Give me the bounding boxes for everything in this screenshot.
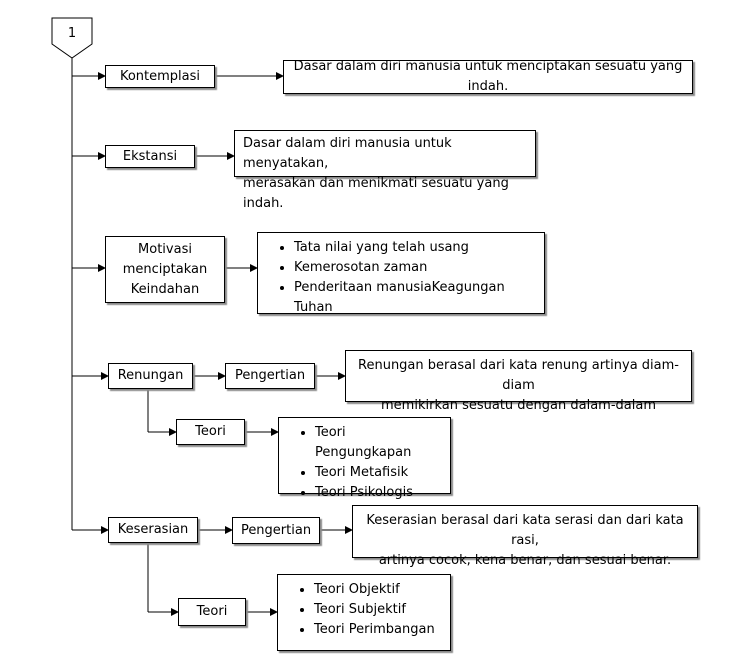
renungan-definition-line-2: memikirkan sesuatu dengan dalam-dalam — [381, 398, 656, 413]
renungan-definition: Renungan berasal dari kata renung artiny… — [345, 350, 692, 413]
node-keserasian: Keserasian — [108, 517, 198, 543]
ekstansi-definition: Dasar dalam diri manusia untuk menyataka… — [234, 130, 536, 211]
list-item: Teori Objektif — [314, 580, 442, 600]
keserasian-teori: Teori — [178, 598, 246, 626]
list-item: Kemerosotan zaman — [294, 258, 536, 278]
marker-label: 1 — [67, 25, 77, 41]
keserasian-teori-list: Teori Objektif Teori Subjektif Teori Per… — [277, 574, 451, 651]
kontemplasi-definition: Dasar dalam diri manusia untuk menciptak… — [283, 59, 693, 94]
list-item: Teori Subjektif — [314, 600, 442, 620]
motivasi-list: Tata nilai yang telah usang Kemerosotan … — [257, 232, 545, 315]
node-ekstansi: Ekstansi — [105, 145, 195, 168]
keserasian-definition-line-1: Keserasian berasal dari kata serasi dan … — [366, 513, 684, 548]
renungan-pengertian: Pengertian — [225, 363, 315, 389]
list-item: Tata nilai yang telah usang — [294, 238, 536, 258]
list-item: Teori Pengungkapan — [315, 423, 442, 463]
ekstansi-definition-line-1: Dasar dalam diri manusia untuk menyataka… — [243, 136, 452, 171]
keserasian-pengertian: Pengertian — [232, 517, 320, 544]
node-motivasi: Motivasi menciptakan Keindahan — [105, 236, 225, 303]
list-item: Teori Psikologis — [315, 483, 442, 503]
node-kontemplasi: Kontemplasi — [105, 65, 215, 88]
renungan-definition-line-1: Renungan berasal dari kata renung artiny… — [358, 358, 679, 393]
renungan-teori: Teori — [176, 419, 245, 445]
motivasi-label-line-3: Keindahan — [130, 281, 200, 297]
node-renungan: Renungan — [108, 363, 193, 389]
keserasian-definition-line-2: artinya cocok, kena benar, dan sesuai be… — [378, 553, 672, 568]
renungan-teori-list: Teori Pengungkapan Teori Metafisik Teori… — [278, 417, 451, 500]
motivasi-label-line-2: menciptakan — [122, 261, 208, 277]
list-item: Penderitaan manusiaKeagungan Tuhan — [294, 278, 536, 318]
list-item: Teori Perimbangan — [314, 620, 442, 640]
motivasi-label-line-1: Motivasi — [138, 241, 192, 257]
keserasian-definition: Keserasian berasal dari kata serasi dan … — [352, 505, 698, 568]
list-item: Teori Metafisik — [315, 463, 442, 483]
ekstansi-definition-line-2: merasakan dan menikmati sesuatu yang ind… — [243, 176, 509, 211]
